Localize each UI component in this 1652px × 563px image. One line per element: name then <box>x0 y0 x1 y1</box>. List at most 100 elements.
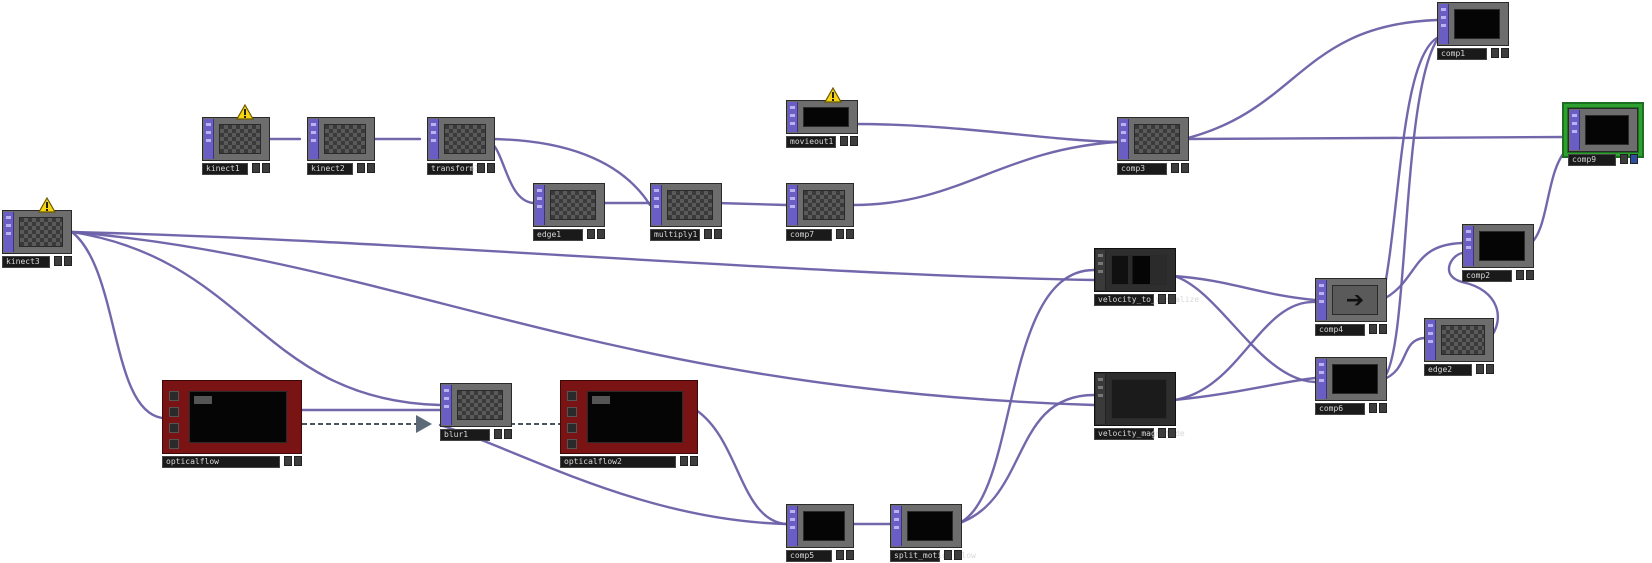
input-connector-strip[interactable] <box>1317 280 1327 320</box>
node-body[interactable] <box>1564 104 1642 156</box>
node-name-label[interactable]: comp4 <box>1315 324 1365 336</box>
node-comp6[interactable]: comp6 <box>1315 357 1387 415</box>
bypass-flag[interactable] <box>1620 154 1628 164</box>
node-comp1[interactable]: comp1 <box>1437 2 1509 60</box>
input-connector-strip[interactable] <box>1439 4 1449 44</box>
node-body[interactable] <box>1424 318 1494 362</box>
bypass-flag[interactable] <box>704 229 712 239</box>
node-name-label[interactable]: comp7 <box>786 229 832 241</box>
display-flag[interactable] <box>1501 48 1509 58</box>
warning-icon[interactable] <box>235 103 255 120</box>
bypass-flag[interactable] <box>944 550 952 560</box>
node-name-label[interactable]: comp1 <box>1437 48 1487 60</box>
node-flags[interactable] <box>282 456 302 468</box>
node-comp5[interactable]: comp5 <box>786 504 854 562</box>
node-movieout1[interactable]: movieout1 <box>786 86 858 148</box>
node-flags[interactable] <box>838 136 858 148</box>
node-comp9[interactable]: comp9 <box>1564 104 1642 166</box>
node-body[interactable] <box>1437 2 1509 46</box>
input-connector-strip[interactable] <box>788 185 798 225</box>
input-connector-strip[interactable] <box>535 185 545 225</box>
node-body[interactable] <box>202 117 270 161</box>
node-edge2[interactable]: edge2 <box>1424 318 1494 376</box>
display-flag[interactable] <box>1379 403 1387 413</box>
node-flags[interactable] <box>1367 324 1387 336</box>
input-connector-strip[interactable] <box>442 385 452 425</box>
node-name-label[interactable]: split_motion_flow <box>890 550 976 562</box>
input-connector-strip[interactable] <box>1426 320 1436 360</box>
node-flags[interactable] <box>475 163 495 175</box>
node-name-label[interactable]: edge2 <box>1424 364 1472 376</box>
input-connector-strip[interactable] <box>1464 226 1474 266</box>
node-flags[interactable] <box>492 429 512 441</box>
node-name-label[interactable]: comp6 <box>1315 403 1365 415</box>
bypass-flag[interactable] <box>1476 364 1484 374</box>
node-flags[interactable] <box>1156 428 1176 440</box>
node-body[interactable] <box>533 183 605 227</box>
bypass-flag[interactable] <box>840 136 848 146</box>
node-kinect3[interactable]: kinect3 <box>2 196 72 268</box>
node-kinect1[interactable]: kinect1 <box>202 103 270 175</box>
node-name-label[interactable]: kinect1 <box>202 163 248 175</box>
input-connector-strip[interactable] <box>788 102 798 132</box>
bypass-flag[interactable] <box>1171 163 1179 173</box>
node-body[interactable] <box>1117 117 1189 161</box>
bypass-flag[interactable] <box>1158 428 1166 438</box>
display-flag[interactable] <box>846 550 854 560</box>
node-name-label[interactable]: velocity_to_visualize <box>1094 294 1199 306</box>
input-connector-strip[interactable] <box>788 506 798 546</box>
node-comp7[interactable]: comp7 <box>786 183 854 241</box>
node-velocity-magnitude[interactable]: velocity_magnitude <box>1094 372 1185 440</box>
node-flags[interactable] <box>1169 163 1189 175</box>
node-name-label[interactable]: comp3 <box>1117 163 1167 175</box>
node-transform1[interactable]: transform1 <box>427 117 495 175</box>
node-body[interactable] <box>786 100 858 134</box>
display-flag[interactable] <box>1168 294 1176 304</box>
node-blur1[interactable]: blur1 <box>440 383 512 441</box>
node-comp4[interactable]: ➔comp4 <box>1315 278 1387 336</box>
bypass-flag[interactable] <box>836 550 844 560</box>
node-name-label[interactable]: movieout1 <box>786 136 836 148</box>
node-flags[interactable] <box>702 229 722 241</box>
input-connector-strip[interactable] <box>652 185 662 225</box>
display-flag[interactable] <box>1181 163 1189 173</box>
node-flags[interactable] <box>942 550 962 562</box>
node-body[interactable] <box>2 210 72 254</box>
input-connector-strip[interactable] <box>4 212 14 252</box>
bypass-flag[interactable] <box>836 229 844 239</box>
node-flags[interactable] <box>585 229 605 241</box>
node-name-label[interactable]: comp2 <box>1462 270 1512 282</box>
node-comp3[interactable]: comp3 <box>1117 117 1189 175</box>
node-flags[interactable] <box>678 456 698 468</box>
input-connector-strip[interactable] <box>1570 110 1580 150</box>
node-name-label[interactable]: blur1 <box>440 429 490 441</box>
display-flag[interactable] <box>690 456 698 466</box>
node-name-label[interactable]: comp5 <box>786 550 832 562</box>
node-body[interactable] <box>650 183 722 227</box>
node-side-controls[interactable] <box>567 391 577 455</box>
node-flags[interactable] <box>52 256 72 268</box>
display-flag[interactable] <box>1526 270 1534 280</box>
input-connector-strip[interactable] <box>1096 250 1106 290</box>
node-name-label[interactable]: multiply1 <box>650 229 700 241</box>
display-flag[interactable] <box>1630 154 1638 164</box>
node-body[interactable] <box>560 380 698 454</box>
node-flags[interactable] <box>1367 403 1387 415</box>
node-body[interactable] <box>440 383 512 427</box>
display-flag[interactable] <box>64 256 72 266</box>
warning-icon[interactable] <box>37 196 57 213</box>
node-opticalflow[interactable]: opticalflow <box>162 380 302 468</box>
bypass-flag[interactable] <box>1369 403 1377 413</box>
input-connector-strip[interactable] <box>1317 359 1327 399</box>
node-body[interactable] <box>427 117 495 161</box>
node-velocity-to-visualize[interactable]: velocity_to_visualize <box>1094 248 1199 306</box>
display-flag[interactable] <box>487 163 495 173</box>
node-name-label[interactable]: transform1 <box>427 163 479 175</box>
node-split-motion-flow[interactable]: split_motion_flow <box>890 504 976 562</box>
bypass-flag[interactable] <box>1158 294 1166 304</box>
display-flag[interactable] <box>262 163 270 173</box>
input-connector-strip[interactable] <box>309 119 319 159</box>
node-body[interactable] <box>1462 224 1534 268</box>
display-flag[interactable] <box>714 229 722 239</box>
